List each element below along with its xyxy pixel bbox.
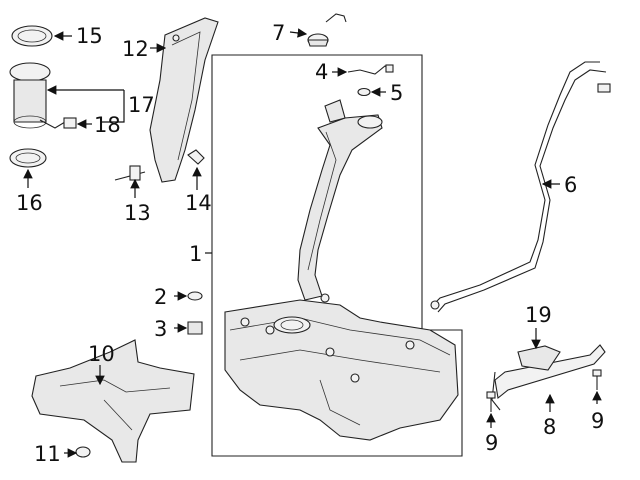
- bolt-13-part[interactable]: [114, 165, 146, 181]
- callout-12: 12: [122, 37, 149, 61]
- callout-14: 14: [185, 191, 212, 215]
- underbody-shield-part[interactable]: [31, 339, 195, 463]
- fuel-line-part[interactable]: [430, 61, 611, 313]
- callout-1: 1: [189, 242, 202, 266]
- cap-7-part[interactable]: [307, 13, 347, 47]
- callout-13: 13: [124, 201, 151, 225]
- lock-ring-part[interactable]: [11, 25, 53, 47]
- callout-10: 10: [88, 342, 115, 366]
- filler-neck[interactable]: [297, 99, 383, 301]
- callout-18: 18: [94, 113, 121, 137]
- fuel-tank-part[interactable]: [224, 293, 459, 441]
- seal-ring-part[interactable]: [9, 148, 47, 168]
- leader-7: [289, 28, 308, 38]
- sensor-4-part[interactable]: [347, 64, 394, 75]
- callout-19: 19: [525, 303, 552, 327]
- callout-3: 3: [154, 317, 167, 341]
- plug-2-part[interactable]: [187, 291, 203, 301]
- bolt-9a-part[interactable]: [486, 391, 496, 412]
- callout-2: 2: [154, 285, 167, 309]
- bolt-9b-part[interactable]: [592, 369, 602, 390]
- callout-9b: 9: [591, 409, 604, 433]
- callout-11: 11: [34, 442, 61, 466]
- callout-15: 15: [76, 24, 103, 48]
- callout-5: 5: [390, 81, 403, 105]
- callout-7: 7: [272, 21, 285, 45]
- washer-5-part[interactable]: [357, 87, 371, 97]
- heat-shield-part[interactable]: [149, 17, 219, 183]
- callout-16: 16: [16, 191, 43, 215]
- leader-17: [100, 90, 125, 123]
- callout-9a: 9: [485, 431, 498, 455]
- callout-6: 6: [564, 173, 577, 197]
- callout-17: 17: [128, 93, 155, 117]
- clip-14-part[interactable]: [187, 149, 205, 165]
- nut-11-part[interactable]: [75, 446, 91, 458]
- tank-group-outline: [211, 54, 463, 457]
- callout-8: 8: [543, 415, 556, 439]
- fuel-pump-module[interactable]: [9, 62, 77, 129]
- grommet-3-part[interactable]: [187, 321, 203, 335]
- callout-4: 4: [315, 60, 328, 84]
